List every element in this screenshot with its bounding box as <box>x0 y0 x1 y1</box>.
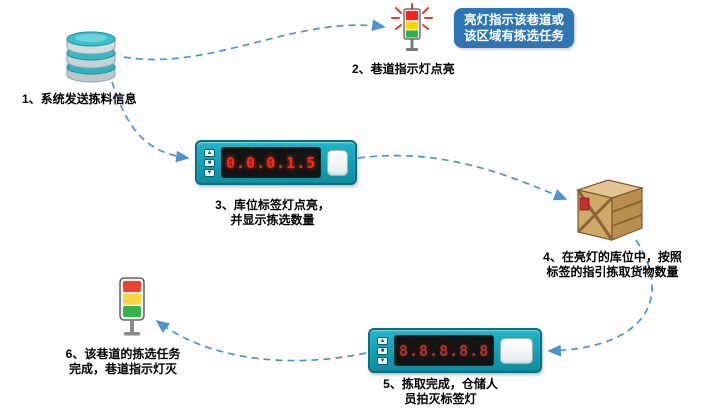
traffic-light-on-icon <box>391 3 433 51</box>
arrow-db-to-aisle-light <box>123 19 386 61</box>
down-button-icon: ▼ <box>377 356 388 365</box>
callout-note: 亮灯指示该巷道或 该区域有拣选任务 <box>454 8 575 48</box>
device1-buttons: ▲ ■ ▼ <box>204 148 215 177</box>
digit-display-2: 8.8.8.8.8 <box>394 335 495 366</box>
device2-buttons: ▲ ■ ▼ <box>377 336 388 365</box>
menu-button-icon: ■ <box>204 158 215 167</box>
shelf-label-device-1: ▲ ■ ▼ 0.0.0.1.5 <box>195 140 357 185</box>
crate-icon <box>575 179 645 241</box>
step6-label: 6、该巷道的拣选任务 完成，巷道指示灯灭 <box>65 347 181 376</box>
crate-red-label <box>579 197 590 211</box>
step2-label: 2、巷道指示灯点亮 <box>352 62 455 76</box>
up-button-icon: ▲ <box>204 148 215 157</box>
down-button-icon: ▼ <box>204 168 215 177</box>
up-button-icon: ▲ <box>377 336 388 345</box>
confirm-button-2 <box>500 337 533 364</box>
arrow-display1-to-crate <box>357 154 568 201</box>
step5-label: 5、拣取完成，仓储人 员拍灭标签灯 <box>383 377 498 406</box>
traffic-light-off-icon <box>119 277 145 336</box>
confirm-button-1 <box>327 149 348 176</box>
arrow-display2-to-aisle-light-off <box>155 319 367 362</box>
step1-label: 1、系统发送拣料信息 <box>22 92 137 106</box>
digit-display-1: 0.0.0.1.5 <box>221 147 322 178</box>
step3-label: 3、库位标签灯点亮， 并显示拣选数量 <box>215 198 330 227</box>
shelf-label-device-2: ▲ ■ ▼ 8.8.8.8.8 <box>368 328 542 373</box>
menu-button-icon: ■ <box>377 346 388 355</box>
step4-label: 4、在亮灯的库位中，按照 标签的指引拣取货物数量 <box>543 250 682 279</box>
database-icon <box>66 31 116 83</box>
